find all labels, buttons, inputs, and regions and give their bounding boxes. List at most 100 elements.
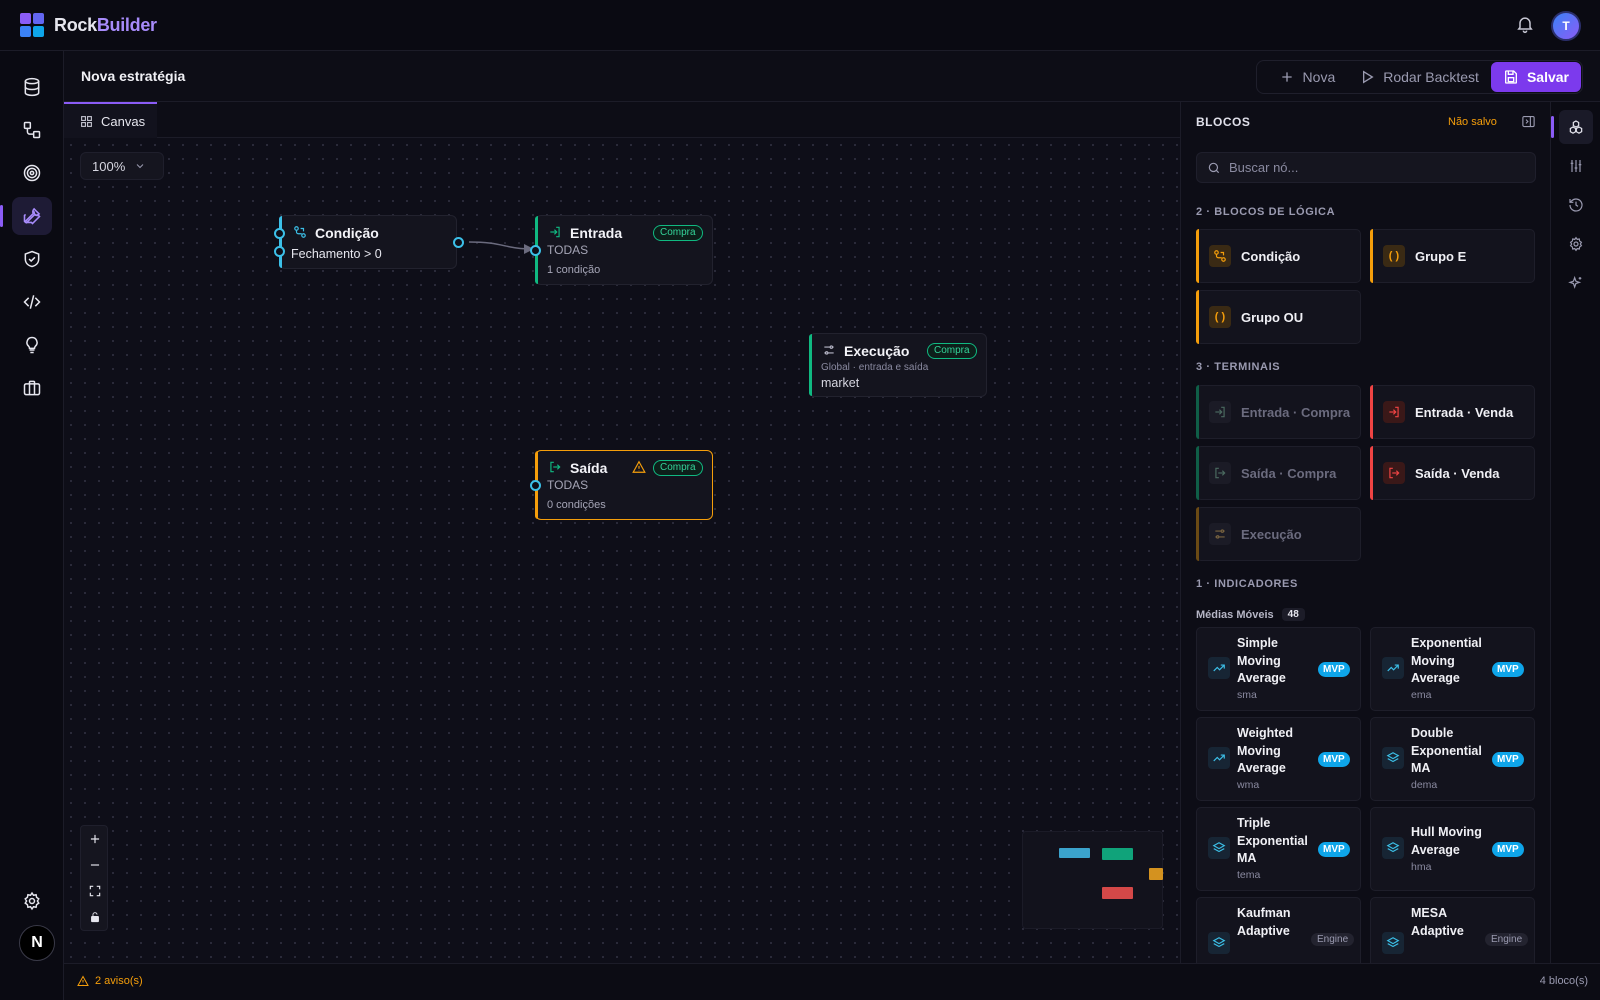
section-terminals-title: 3 · TERMINAIS	[1196, 361, 1281, 373]
output-port[interactable]	[453, 237, 464, 248]
side-badge: Compra	[653, 460, 703, 476]
minimap[interactable]	[1022, 831, 1163, 929]
layers-icon	[1208, 932, 1230, 954]
zoom-select[interactable]: 100%	[80, 152, 164, 180]
layers-icon	[1382, 837, 1404, 859]
sliders-icon	[1209, 523, 1231, 545]
trending-up-icon	[1208, 747, 1230, 769]
fit-view-icon[interactable]	[81, 878, 109, 904]
block-condition[interactable]: Condição	[1196, 229, 1361, 283]
input-port[interactable]	[274, 228, 285, 239]
trending-up-icon	[1382, 657, 1404, 679]
settings-icon[interactable]	[12, 882, 52, 920]
block-entry-buy[interactable]: Entrada · Compra	[1196, 385, 1361, 439]
plus-icon	[1281, 72, 1292, 82]
user-avatar[interactable]: T	[1551, 11, 1581, 41]
sparkles-icon[interactable]	[1559, 266, 1593, 300]
engine-badge: Engine	[1485, 933, 1529, 946]
warning-icon	[77, 975, 89, 986]
log-in-icon	[1383, 401, 1405, 423]
tab-canvas[interactable]: Canvas	[64, 102, 157, 138]
tab-bar: Canvas	[64, 102, 1180, 138]
mvp-badge: MVP	[1492, 842, 1524, 857]
mvp-badge: MVP	[1492, 752, 1524, 767]
block-entry-sell[interactable]: Entrada · Venda	[1370, 385, 1535, 439]
indicator-sma[interactable]: Simple Moving Average sma MVP	[1196, 627, 1361, 711]
new-strategy-button[interactable]: Nova	[1267, 61, 1348, 93]
search-input[interactable]	[1229, 160, 1529, 175]
save-icon	[1504, 70, 1517, 84]
node-exit[interactable]: Saída Compra TODAS 0 condições	[530, 450, 713, 520]
input-port[interactable]	[530, 480, 541, 491]
unsaved-indicator: Não salvo	[1448, 116, 1497, 128]
node-execution[interactable]: Execução Compra Global · entrada e saída…	[809, 333, 987, 397]
panel-header: BLOCOS Não salvo	[1196, 113, 1536, 133]
input-port[interactable]	[530, 245, 541, 256]
log-in-icon	[550, 226, 560, 238]
editor-header: Nova estratégia Nova Rodar Backtest Salv…	[64, 51, 1600, 102]
layers-icon	[1382, 747, 1404, 769]
shield-check-icon[interactable]	[12, 240, 52, 278]
parentheses-icon: ( )	[1209, 306, 1231, 328]
right-tool-rail	[1550, 102, 1600, 963]
block-group-or[interactable]: ( ) Grupo OU	[1196, 290, 1361, 344]
indicator-dema[interactable]: Double Exponential MA dema MVP	[1370, 717, 1535, 801]
log-out-icon	[1209, 462, 1231, 484]
log-in-icon	[1209, 401, 1231, 423]
chevron-down-icon	[136, 164, 144, 169]
save-button[interactable]: Salvar	[1490, 62, 1581, 92]
node-search[interactable]	[1196, 152, 1536, 183]
mvp-badge: MVP	[1318, 752, 1350, 767]
block-exit-buy[interactable]: Saída · Compra	[1196, 446, 1361, 500]
minimap-node	[1102, 848, 1133, 860]
wrench-icon[interactable]	[0, 197, 52, 235]
indicator-hma[interactable]: Hull Moving Average hma MVP	[1370, 807, 1535, 891]
block-execution[interactable]: Execução	[1196, 507, 1361, 561]
blocks-icon[interactable]	[1551, 110, 1593, 144]
canvas-controls	[80, 825, 108, 931]
briefcase-icon[interactable]	[12, 369, 52, 407]
block-count: 4 bloco(s)	[1539, 975, 1588, 987]
indicator-wma[interactable]: Weighted Moving Average wma MVP	[1196, 717, 1361, 801]
subsection-moving-averages[interactable]: Médias Móveis 48	[1196, 608, 1305, 621]
lightbulb-icon[interactable]	[12, 326, 52, 364]
sliders-icon	[824, 345, 834, 355]
indicator-ema[interactable]: Exponential Moving Average ema MVP	[1370, 627, 1535, 711]
input-port[interactable]	[274, 246, 285, 257]
run-backtest-button[interactable]: Rodar Backtest	[1347, 61, 1491, 93]
warnings-indicator[interactable]: 2 aviso(s)	[77, 975, 143, 987]
zoom-out-icon[interactable]	[81, 852, 109, 878]
collapse-panel-icon[interactable]	[1521, 114, 1536, 129]
history-icon[interactable]	[1559, 188, 1593, 222]
target-icon[interactable]	[12, 154, 52, 192]
condition-icon	[1209, 245, 1231, 267]
sliders-icon[interactable]	[1559, 149, 1593, 183]
flow-canvas[interactable]: 100% Condição Fechamento > 0 Entrada Com…	[64, 138, 1180, 963]
block-exit-sell[interactable]: Saída · Venda	[1370, 446, 1535, 500]
zoom-in-icon[interactable]	[81, 826, 109, 852]
indicator-tema[interactable]: Triple Exponential MA tema MVP	[1196, 807, 1361, 891]
node-entry[interactable]: Entrada Compra TODAS 1 condição	[530, 215, 713, 285]
side-badge: Compra	[927, 343, 977, 359]
bell-icon[interactable]	[1515, 14, 1535, 34]
code-icon[interactable]	[12, 283, 52, 321]
node-condition[interactable]: Condição Fechamento > 0	[274, 215, 464, 269]
left-nav: N	[0, 51, 64, 1000]
indicator-kama[interactable]: Kaufman Adaptive Engine	[1196, 897, 1361, 963]
engine-badge: Engine	[1311, 933, 1355, 946]
workflow-icon[interactable]	[12, 111, 52, 149]
indicator-mama[interactable]: MESA Adaptive Engine	[1370, 897, 1535, 963]
settings-icon[interactable]	[1559, 227, 1593, 261]
layers-icon	[1382, 932, 1404, 954]
condition-icon	[294, 226, 306, 238]
app-logo[interactable]: RockBuilder	[20, 13, 157, 37]
lock-icon[interactable]	[81, 904, 109, 930]
block-group-and[interactable]: ( ) Grupo E	[1370, 229, 1535, 283]
grid-icon	[81, 115, 92, 127]
org-avatar[interactable]: N	[19, 925, 55, 961]
panel-title: BLOCOS	[1196, 115, 1251, 129]
section-indicators-title: 1 · INDICADORES	[1196, 578, 1298, 590]
side-badge: Compra	[653, 225, 703, 241]
database-icon[interactable]	[12, 68, 52, 106]
play-icon	[1363, 70, 1374, 84]
